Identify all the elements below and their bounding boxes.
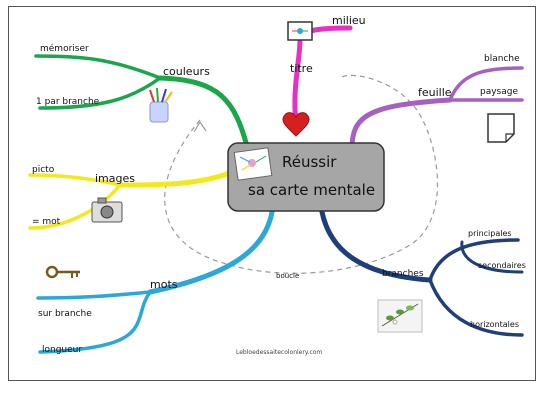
- label-sur-branche: sur branche: [38, 309, 92, 319]
- sub-branch-blanche: [448, 66, 524, 102]
- label-longueur: longueur: [42, 345, 82, 355]
- sub-branch-horizontales: [428, 278, 524, 337]
- center-title-line2: sa carte mentale: [248, 181, 375, 199]
- center-title-line1: Réussir: [282, 153, 337, 171]
- label-secondaires: secondaires: [478, 261, 526, 270]
- branch-images: [117, 169, 235, 188]
- label-titre: titre: [290, 62, 313, 75]
- sub-branch-sur-branche: [36, 290, 152, 300]
- branch-titre: [292, 25, 353, 125]
- branch-branches: [319, 209, 433, 283]
- crayons-icon: [149, 87, 173, 123]
- leaf-branch-icon: [377, 299, 423, 333]
- label-memoriser: mémoriser: [40, 43, 89, 54]
- sub-branch-picto: [28, 173, 122, 187]
- sub-branch-mot: [28, 183, 122, 230]
- label-paysage: paysage: [480, 87, 518, 97]
- credit-text: Lebloedessaitecolonlery.com: [236, 349, 322, 356]
- sub-branch-par-branche: [38, 76, 162, 110]
- monitor-icon: [287, 21, 313, 41]
- branch-mots: [147, 209, 275, 295]
- label-mot: = mot: [32, 217, 61, 227]
- label-branches: branches: [382, 269, 424, 279]
- label-couleurs: couleurs: [163, 65, 210, 78]
- sub-branch-memoriser: [34, 54, 162, 80]
- sub-branch-secondaires: [460, 240, 524, 274]
- dashed-loop: [164, 74, 438, 274]
- branch-couleurs: [157, 75, 251, 153]
- map-thumbnail-icon: [233, 147, 273, 181]
- sub-branch-longueur: [38, 290, 152, 354]
- label-blanche: blanche: [484, 54, 520, 64]
- dashed-loop-arrow: [193, 121, 207, 133]
- branch-feuille: [349, 97, 453, 151]
- label-mots: mots: [150, 278, 178, 291]
- sub-branch-principales: [428, 238, 520, 282]
- heart-icon: [282, 112, 310, 137]
- paper-icon: [487, 113, 515, 143]
- key-icon: [45, 265, 80, 279]
- label-milieu: milieu: [332, 14, 366, 27]
- label-par-branche: 1 par branche: [36, 97, 100, 107]
- loop-label: boucle: [276, 272, 299, 280]
- label-principales: principales: [468, 229, 512, 238]
- page-frame: [8, 6, 536, 381]
- label-picto: picto: [32, 165, 55, 175]
- camera-icon: [91, 197, 123, 223]
- label-horizontales: horizontales: [470, 320, 519, 329]
- label-images: images: [95, 172, 135, 185]
- label-feuille: feuille: [418, 86, 452, 99]
